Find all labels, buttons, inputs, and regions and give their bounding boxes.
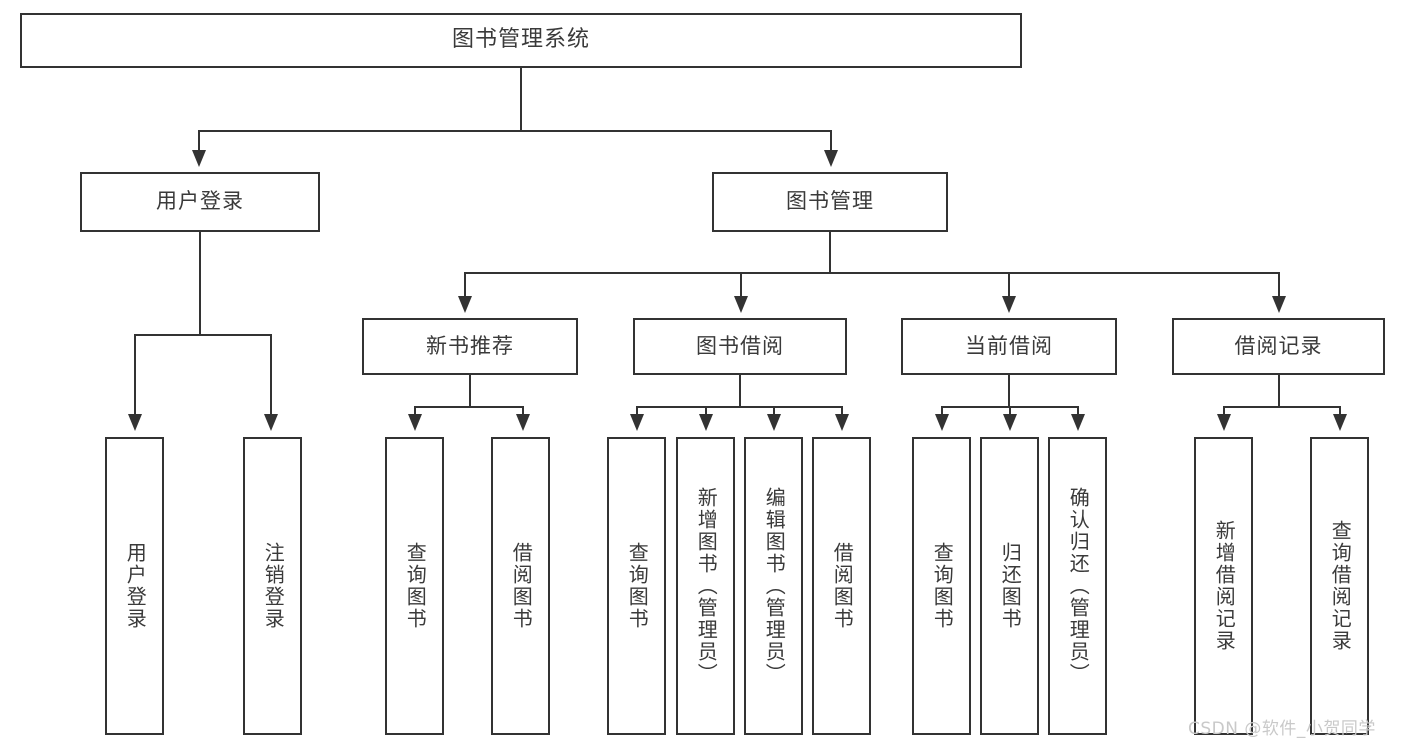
node-label: 注销登录 [261,542,286,630]
connector-new-book-stem [469,375,471,408]
arrow-book-borrow-to-leaf-1 [630,414,644,431]
connector-root-to-user-login [198,130,200,152]
node-book-borrow[interactable]: 图书借阅 [633,318,847,375]
arrow-book-borrow-to-leaf-2 [699,414,713,431]
leaf-br-add-record[interactable]: 新增借阅记录 [1194,437,1253,735]
node-label: 借阅记录 [1234,333,1323,358]
node-label: 新增借阅记录 [1212,520,1237,652]
csdn-watermark: CSDN @软件_小贺同学 [1188,719,1376,739]
node-root-book-management-system[interactable]: 图书管理系统 [20,13,1022,68]
leaf-user-login[interactable]: 用户登录 [105,437,164,735]
node-label: 借阅图书 [830,542,855,630]
node-label: 新增图书（管理员） [694,487,719,685]
node-label: 图书管理 [786,189,874,214]
arrow-root-to-book-management [824,150,838,167]
connector-cb-1 [941,406,943,418]
node-new-book-recommend[interactable]: 新书推荐 [362,318,578,375]
arrow-borrow-record-to-leaf-1 [1217,414,1231,431]
arrow-bm-to-new-book-recommend [458,296,472,313]
arrow-new-book-to-leaf-1 [408,414,422,431]
arrow-borrow-record-to-leaf-2 [1333,414,1347,431]
connector-book-management-bar [464,272,1280,274]
leaf-nb-query-book[interactable]: 查询图书 [385,437,444,735]
arrow-bm-to-current-borrow [1002,296,1016,313]
arrow-current-borrow-to-leaf-2 [1003,414,1017,431]
node-label: 编辑图书（管理员） [762,487,787,685]
node-label: 图书借阅 [696,333,784,358]
arrow-current-borrow-to-leaf-1 [935,414,949,431]
arrow-book-borrow-to-leaf-4 [835,414,849,431]
connector-bb-1 [636,406,638,418]
connector-bb-2 [705,406,707,418]
connector-book-borrow-bar [636,406,843,408]
node-label: 用户登录 [156,189,244,214]
connector-user-login-left [134,334,136,416]
connector-user-login-right [270,334,272,416]
arrow-current-borrow-to-leaf-3 [1071,414,1085,431]
arrow-new-book-to-leaf-2 [516,414,530,431]
node-label: 新书推荐 [426,333,514,358]
connector-new-book-bar [414,406,524,408]
node-label: 确认归还（管理员） [1066,487,1091,685]
connector-root-stem [520,68,522,131]
node-label: 查询图书 [930,542,955,630]
connector-user-login-bar [134,334,271,336]
node-label: 查询图书 [403,542,428,630]
connector-br-right [1339,406,1341,418]
arrow-root-to-user-login [192,150,206,167]
node-book-management[interactable]: 图书管理 [712,172,948,232]
connector-bm-to-borrow-record [1278,272,1280,298]
node-label: 图书管理系统 [451,27,590,53]
connector-root-to-book-management [830,130,832,152]
leaf-cb-query-book[interactable]: 查询图书 [912,437,971,735]
connector-book-management-stem [829,232,831,274]
node-label: 用户登录 [123,542,148,630]
arrow-bm-to-book-borrow [734,296,748,313]
connector-bb-4 [841,406,843,418]
node-current-borrow[interactable]: 当前借阅 [901,318,1117,375]
connector-bb-3 [773,406,775,418]
leaf-cb-return-book[interactable]: 归还图书 [980,437,1039,735]
connector-borrow-record-stem [1278,375,1280,408]
leaf-bb-borrow-book[interactable]: 借阅图书 [812,437,871,735]
connector-borrow-record-bar [1223,406,1340,408]
node-borrow-record[interactable]: 借阅记录 [1172,318,1385,375]
arrow-bm-to-borrow-record [1272,296,1286,313]
leaf-bb-edit-book-admin[interactable]: 编辑图书（管理员） [744,437,803,735]
node-label: 借阅图书 [509,542,534,630]
connector-user-login-stem [199,232,201,335]
connector-br-left [1223,406,1225,418]
connector-cb-3 [1077,406,1079,418]
node-label: 查询借阅记录 [1328,520,1353,652]
arrow-user-login-to-leaf-2 [264,414,278,431]
connector-book-borrow-stem [739,375,741,408]
arrow-book-borrow-to-leaf-3 [767,414,781,431]
leaf-bb-add-book-admin[interactable]: 新增图书（管理员） [676,437,735,735]
arrow-user-login-to-leaf-1 [128,414,142,431]
connector-bm-to-current-borrow [1008,272,1010,298]
leaf-cb-confirm-return-admin[interactable]: 确认归还（管理员） [1048,437,1107,735]
leaf-nb-borrow-book[interactable]: 借阅图书 [491,437,550,735]
connector-nb-left [414,406,416,418]
leaf-logout-login[interactable]: 注销登录 [243,437,302,735]
node-label: 当前借阅 [965,333,1053,358]
connector-cb-2 [1009,406,1011,418]
connector-bm-to-new-book [464,272,466,298]
node-user-login[interactable]: 用户登录 [80,172,320,232]
connector-root-bar [198,130,832,132]
leaf-br-query-record[interactable]: 查询借阅记录 [1310,437,1369,735]
node-label: 归还图书 [998,542,1023,630]
connector-current-borrow-stem [1008,375,1010,408]
node-label: 查询图书 [625,542,650,630]
connector-bm-to-book-borrow [740,272,742,298]
connector-nb-right [522,406,524,418]
leaf-bb-query-book[interactable]: 查询图书 [607,437,666,735]
